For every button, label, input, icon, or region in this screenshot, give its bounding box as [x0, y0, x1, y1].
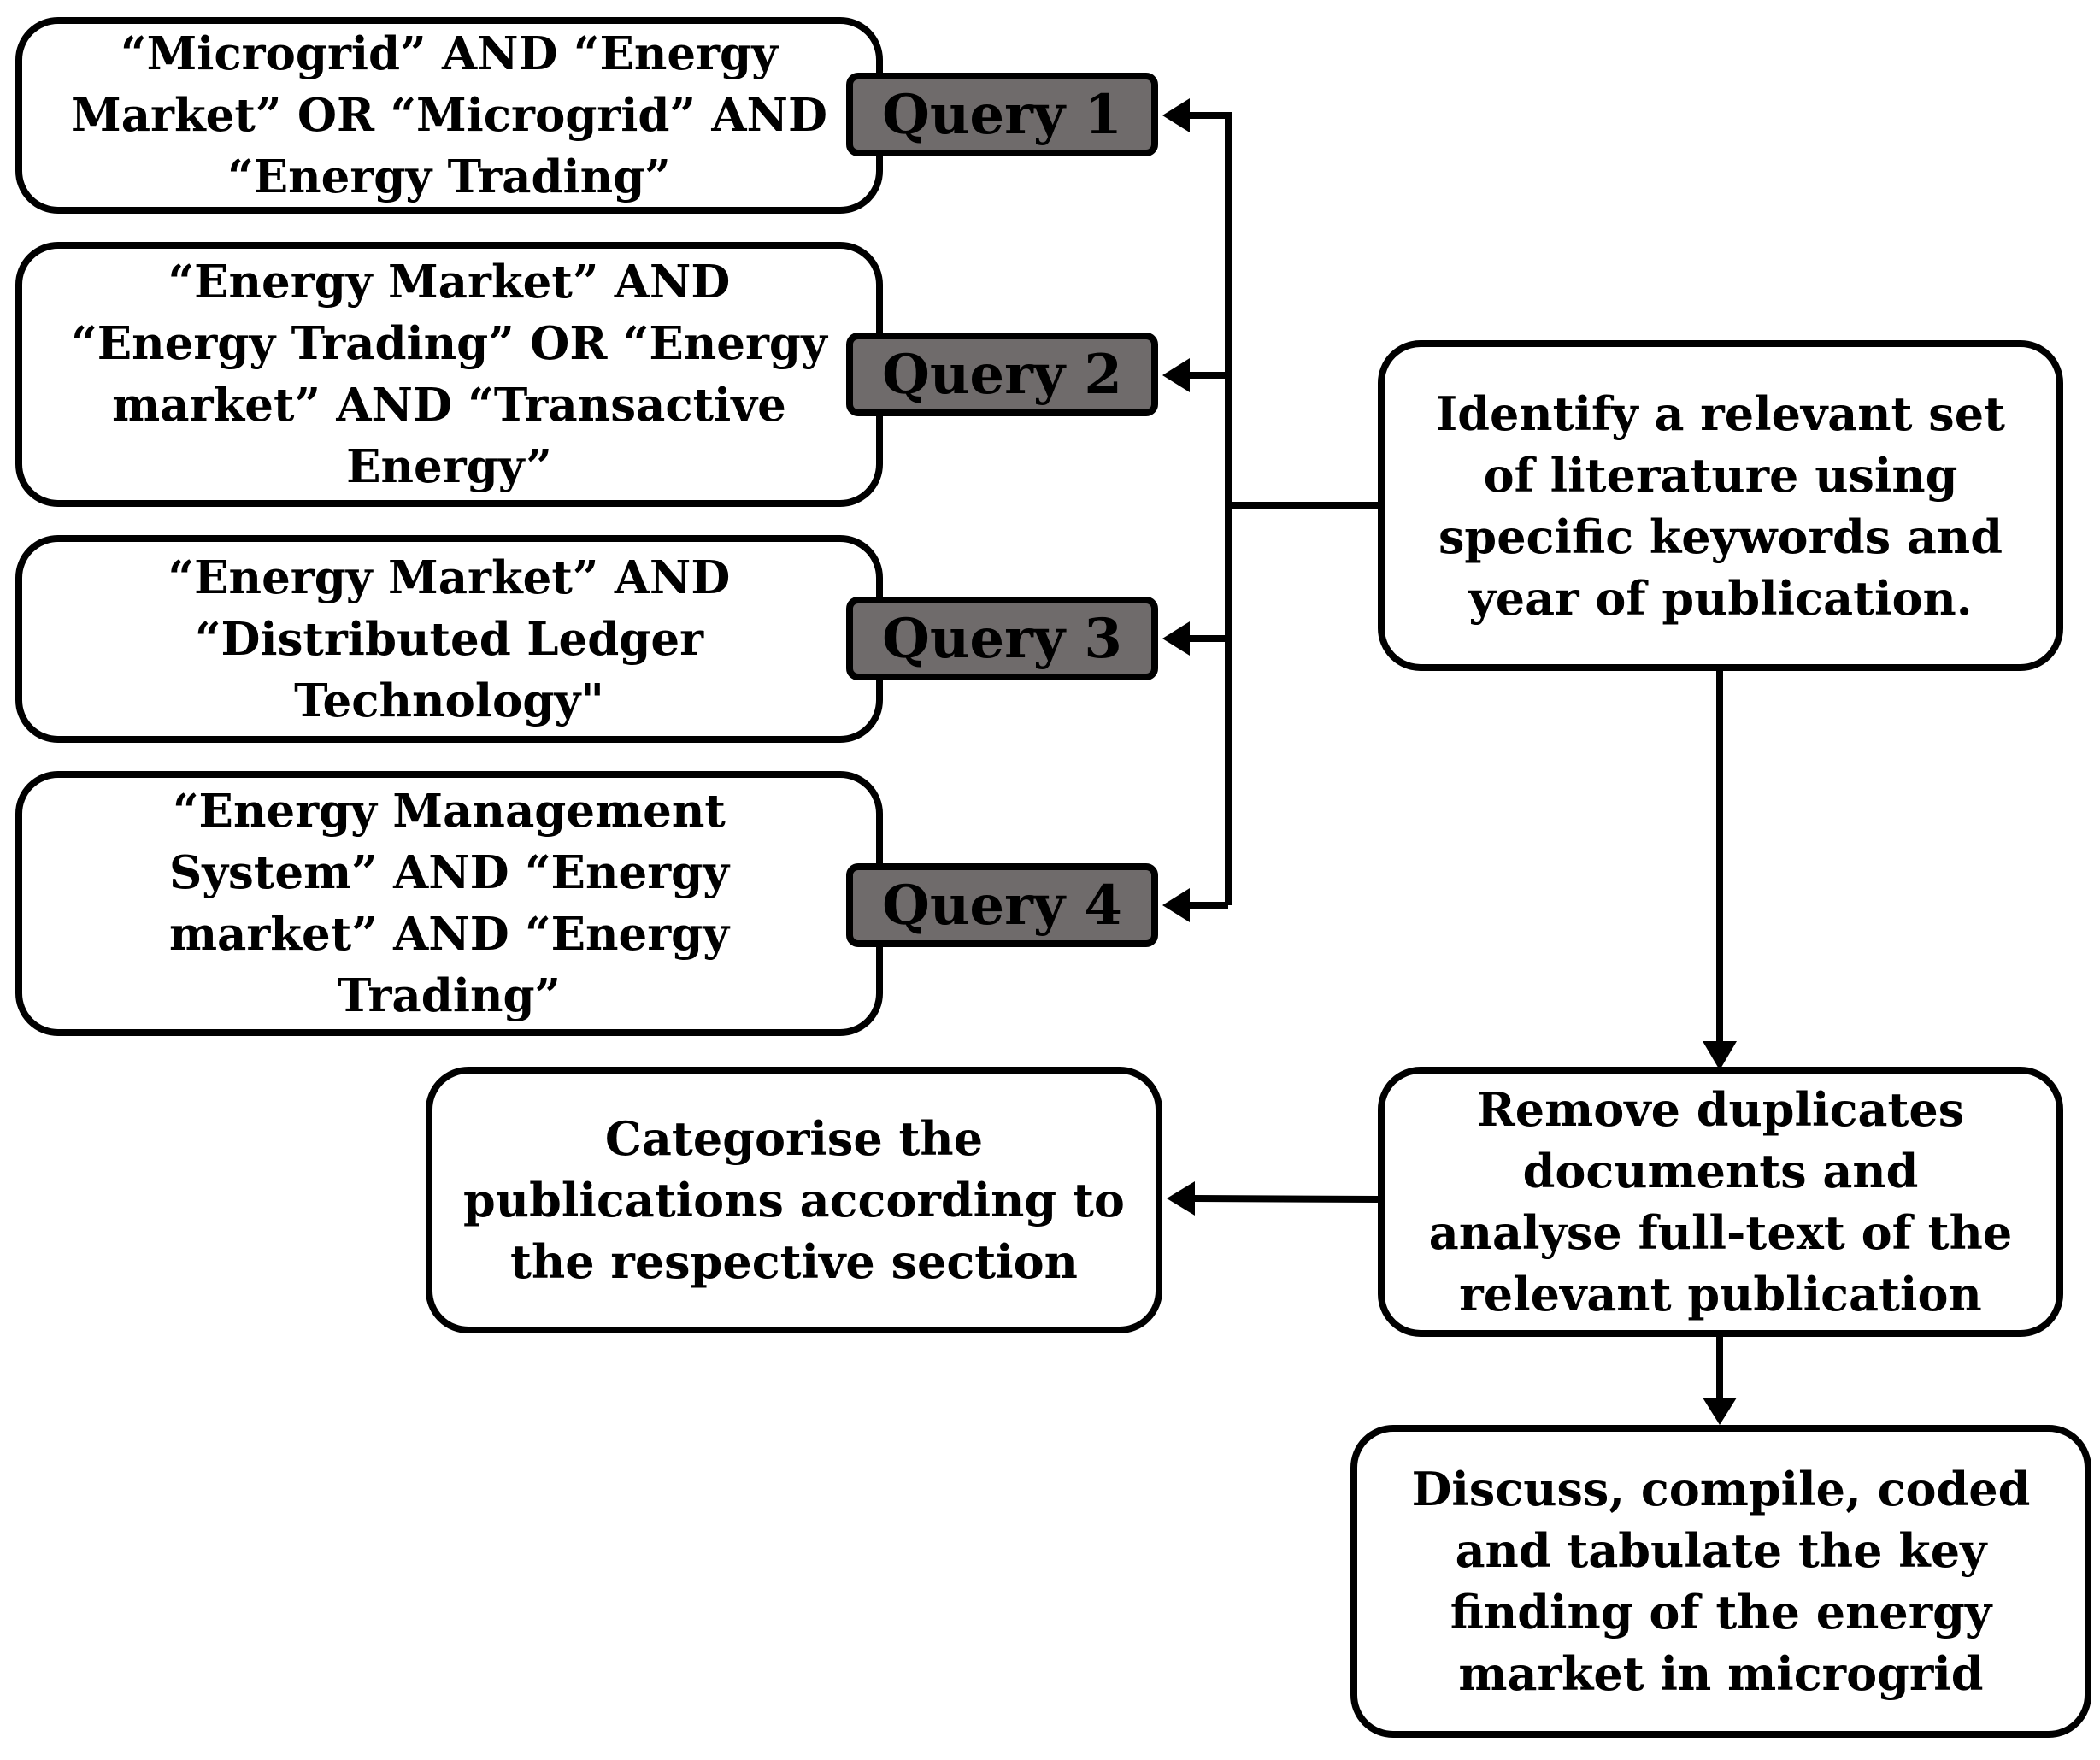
identify-literature-box: Identify a relevant set of literature us… — [1378, 340, 2063, 671]
arrowhead-discuss — [1703, 1398, 1737, 1425]
query-3-text: “Energy Market” AND “Distributed Ledger … — [168, 550, 731, 727]
categorise-publications-box: Categorise the publications according to… — [426, 1067, 1162, 1333]
query-2-label: Query 2 — [846, 333, 1158, 416]
query-1-text: “Microgrid” AND “Energy Market” OR “Micr… — [71, 27, 827, 203]
arrowhead-query-2 — [1162, 358, 1190, 392]
arrowhead-query-4 — [1162, 888, 1190, 922]
query-1-label: Query 1 — [846, 73, 1158, 156]
arrowhead-categorise — [1167, 1181, 1195, 1216]
discuss-findings-text: Discuss, compile, coded and tabulate the… — [1411, 1462, 2031, 1701]
query-1-box: “Microgrid” AND “Energy Market” OR “Micr… — [15, 17, 883, 214]
discuss-findings-box: Discuss, compile, coded and tabulate the… — [1350, 1425, 2091, 1738]
query-4-label: Query 4 — [846, 863, 1158, 947]
query-3-label: Query 3 — [846, 597, 1158, 680]
query-4-box: “Energy Management System” AND “Energy m… — [15, 771, 883, 1036]
query-4-text: “Energy Management System” AND “Energy m… — [168, 785, 730, 1022]
categorise-publications-text: Categorise the publications according to… — [463, 1111, 1125, 1289]
arrowhead-remove — [1703, 1041, 1737, 1070]
query-2-text: “Energy Market” AND “Energy Trading” OR … — [71, 256, 827, 493]
arrowhead-query-3 — [1162, 621, 1190, 656]
remove-duplicates-text: Remove duplicates documents and analyse … — [1428, 1082, 2013, 1321]
arrowhead-query-1 — [1162, 98, 1190, 132]
arrow-remove-to-categorise — [1191, 1195, 1379, 1203]
identify-literature-text: Identify a relevant set of literature us… — [1435, 386, 2006, 626]
remove-duplicates-box: Remove duplicates documents and analyse … — [1378, 1067, 2063, 1337]
query-3-box: “Energy Market” AND “Distributed Ledger … — [15, 535, 883, 743]
query-2-box: “Energy Market” AND “Energy Trading” OR … — [15, 242, 883, 507]
